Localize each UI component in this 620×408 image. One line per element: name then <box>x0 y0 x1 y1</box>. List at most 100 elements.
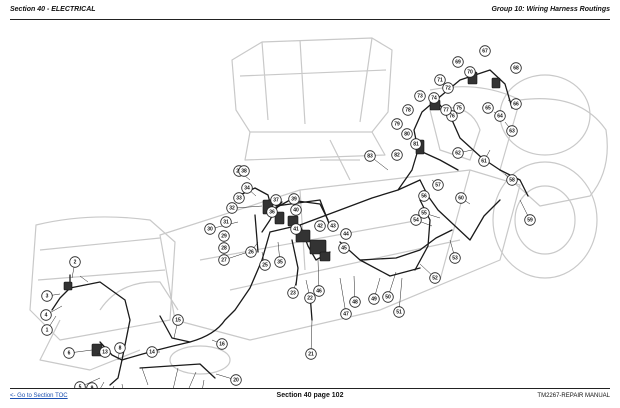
callout-8: 8 <box>114 342 126 354</box>
callout-30: 30 <box>204 223 216 235</box>
callout-47: 47 <box>340 308 352 320</box>
callout-81: 81 <box>410 138 422 150</box>
callout-label: 36 <box>269 209 275 215</box>
callout-32: 32 <box>226 202 238 214</box>
callout-37: 37 <box>270 194 282 206</box>
callout-label: 54 <box>413 217 419 223</box>
callout-label: 63 <box>509 128 515 134</box>
callout-label: 68 <box>513 65 519 71</box>
callout-label: 67 <box>482 48 488 54</box>
tractor-ghost-outline <box>29 37 608 375</box>
callout-60: 60 <box>455 192 467 204</box>
callout-label: 35 <box>277 259 283 265</box>
callout-35: 35 <box>274 256 286 268</box>
callout-label: 64 <box>497 113 503 119</box>
callout-label: 72 <box>445 85 451 91</box>
callout-label: 20 <box>233 377 239 383</box>
page-header: Section 40 - ELECTRICAL Group 10: Wiring… <box>10 6 610 18</box>
callout-64: 64 <box>494 110 506 122</box>
callout-80: 80 <box>401 128 413 140</box>
callout-label: 57 <box>435 182 441 188</box>
callout-71: 71 <box>434 74 446 86</box>
callout-16: 16 <box>216 338 228 350</box>
callout-label: 79 <box>394 121 400 127</box>
callout-65: 65 <box>482 102 494 114</box>
callout-label: 83 <box>367 153 373 159</box>
callout-label: 25 <box>262 262 268 268</box>
callout-14: 14 <box>146 346 158 358</box>
callout-42: 42 <box>314 220 326 232</box>
callout-label: 43 <box>330 223 336 229</box>
callout-38: 38 <box>238 165 250 177</box>
callout-66: 66 <box>510 98 522 110</box>
callout-75: 75 <box>453 102 465 114</box>
callout-label: 30 <box>207 226 213 232</box>
callout-70: 70 <box>464 66 476 78</box>
callout-26: 26 <box>245 246 257 258</box>
section-title: Section 40 - ELECTRICAL <box>10 6 96 13</box>
callout-label: 81 <box>413 141 419 147</box>
callout-67: 67 <box>479 45 491 57</box>
callout-label: 60 <box>458 195 464 201</box>
callout-9: 9 <box>86 382 98 388</box>
callout-label: 2 <box>74 259 77 265</box>
callout-61: 61 <box>478 155 490 167</box>
callout-label: 4 <box>45 312 48 318</box>
callout-25: 25 <box>259 259 271 271</box>
page-number: Section 40 page 102 <box>276 392 344 399</box>
callout-74: 74 <box>428 92 440 104</box>
callout-label: 42 <box>317 223 323 229</box>
callout-53: 53 <box>449 252 461 264</box>
callout-label: 31 <box>223 219 229 225</box>
callout-label: 65 <box>485 105 491 111</box>
callout-78: 78 <box>402 104 414 116</box>
callout-label: 74 <box>431 95 437 101</box>
callout-49: 49 <box>368 293 380 305</box>
connector-blocks <box>63 71 501 357</box>
callout-48: 48 <box>349 296 361 308</box>
callout-15: 15 <box>172 314 184 326</box>
callout-label: 3 <box>46 293 49 299</box>
callout-41: 41 <box>290 223 302 235</box>
callout-69: 69 <box>452 56 464 68</box>
callout-label: 38 <box>241 168 247 174</box>
callout-22: 22 <box>304 292 316 304</box>
callout-label: 78 <box>405 107 411 113</box>
callout-label: 13 <box>102 349 108 355</box>
callout-label: 73 <box>417 93 423 99</box>
callout-4: 4 <box>40 309 52 321</box>
callout-label: 23 <box>290 290 296 296</box>
callout-label: 51 <box>396 309 402 315</box>
callout-36: 36 <box>266 206 278 218</box>
callout-label: 61 <box>481 158 487 164</box>
callout-label: 66 <box>513 101 519 107</box>
callout-label: 69 <box>455 59 461 65</box>
callout-label: 8 <box>119 345 122 351</box>
callout-5: 5 <box>74 381 86 388</box>
go-to-toc-link[interactable]: <- Go to Section TOC <box>10 393 68 399</box>
callout-label: 33 <box>236 195 242 201</box>
callout-27: 27 <box>218 254 230 266</box>
callout-77: 77 <box>440 104 452 116</box>
callout-2: 2 <box>69 256 81 268</box>
callout-label: 39 <box>291 196 297 202</box>
callout-56: 56 <box>418 190 430 202</box>
callout-label: 71 <box>437 77 443 83</box>
callout-label: 76 <box>449 113 455 119</box>
callout-label: 6 <box>68 350 71 356</box>
callout-label: 49 <box>371 296 377 302</box>
callout-51: 51 <box>393 306 405 318</box>
callout-label: 48 <box>352 299 358 305</box>
manual-id: TM2267-REPAIR MANUAL <box>537 393 610 399</box>
callout-57: 57 <box>432 179 444 191</box>
callout-82: 82 <box>391 149 403 161</box>
callout-29: 29 <box>218 230 230 242</box>
wiring-harness-diagram: 1234567891011121314151617181920212223242… <box>29 37 608 388</box>
callout-label: 28 <box>221 245 227 251</box>
callout-54: 54 <box>410 214 422 226</box>
callout-label: 1 <box>46 327 49 333</box>
callout-label: 70 <box>467 69 473 75</box>
callout-58: 58 <box>506 174 518 186</box>
callout-label: 9 <box>91 385 94 388</box>
callout-40: 40 <box>290 204 302 216</box>
